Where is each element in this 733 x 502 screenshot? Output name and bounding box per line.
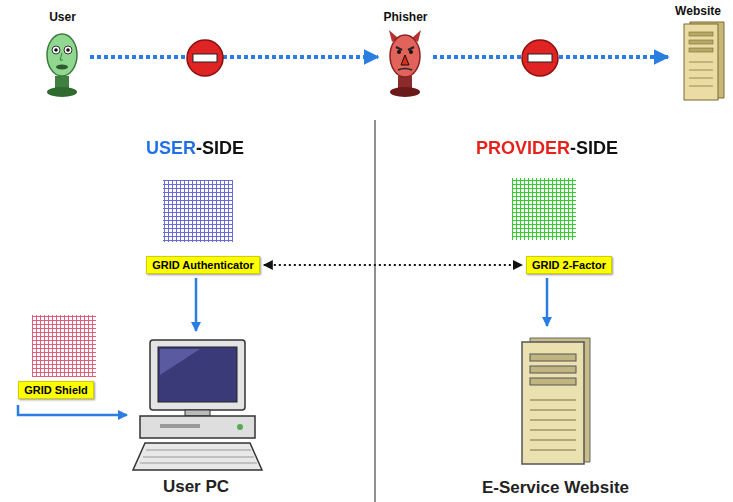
- node-text: Phisher: [383, 10, 427, 24]
- user-icon: [52, 46, 60, 54]
- phisher-icon: [409, 50, 413, 54]
- server-icon: [530, 366, 576, 373]
- server-icon: [530, 400, 576, 450]
- grid-image: [512, 178, 576, 240]
- node-text: GRID Shield: [24, 384, 88, 396]
- user-figure: User: [35, 10, 90, 100]
- website-server-icon: [689, 62, 713, 86]
- website-server-icon: [684, 24, 718, 100]
- phisher-figure: Phisher: [378, 10, 433, 100]
- phisher-icon: [390, 35, 420, 77]
- computer-icon: [160, 349, 200, 375]
- website-server-icon: [684, 22, 724, 100]
- website-server-icon: [689, 48, 713, 52]
- stop-sign: [187, 40, 223, 76]
- node-text: GRID 2-Factor: [532, 259, 606, 271]
- computer-icon: [158, 347, 237, 402]
- user-icon: [47, 34, 77, 76]
- user-icon: [64, 46, 72, 54]
- connector-arrow: [264, 264, 522, 266]
- website-server-icon: [689, 40, 713, 44]
- user-icon: [47, 87, 77, 97]
- computer-icon: [133, 340, 262, 470]
- user-icon: [54, 48, 58, 52]
- server-icon: [530, 378, 576, 385]
- grid-image: [32, 315, 96, 377]
- server-icon: [530, 354, 576, 361]
- computer-icon: [140, 450, 257, 463]
- product-tag: GRID 2-Factor: [526, 256, 612, 274]
- server-icon: [522, 338, 590, 464]
- product-tag: GRID Shield: [18, 381, 94, 399]
- computer-icon: [160, 424, 200, 428]
- user-pc: User PC: [128, 335, 264, 497]
- node-text: User: [49, 10, 76, 24]
- phisher-icon: [398, 69, 412, 71]
- computer-icon: [185, 410, 210, 416]
- user-icon: [60, 53, 63, 60]
- website-server: Website: [668, 4, 728, 102]
- grid-image: [163, 180, 233, 242]
- server-icon: [522, 342, 584, 464]
- stop-sign: [187, 40, 223, 76]
- side-heading: USER-SIDE: [146, 138, 244, 159]
- phisher-icon: [397, 50, 401, 54]
- node-text: Website: [675, 4, 721, 18]
- user-icon: [56, 65, 68, 70]
- node-text: User PC: [163, 477, 229, 497]
- e-service-server: E-Service Website: [478, 330, 634, 498]
- side-heading: PROVIDER-SIDE: [476, 138, 618, 159]
- node-text: E-Service Website: [482, 478, 629, 498]
- stop-sign: [522, 40, 558, 76]
- stop-sign: [528, 54, 552, 62]
- connector-arrow: [18, 405, 127, 415]
- user-icon: [47, 34, 77, 97]
- stop-sign: [193, 54, 217, 62]
- stop-sign: [522, 40, 558, 76]
- connector-arrow: [546, 278, 549, 326]
- user-icon: [66, 48, 70, 52]
- divider-line: [375, 120, 376, 502]
- connector-arrow: [195, 278, 198, 331]
- phisher-icon: [401, 55, 409, 65]
- phisher-icon: [396, 47, 414, 50]
- computer-icon: [133, 443, 262, 470]
- computer-icon: [150, 340, 245, 410]
- node-text: GRID Authenticator: [152, 259, 254, 271]
- computer-icon: [237, 424, 243, 430]
- connector-arrow: [90, 55, 378, 59]
- phisher-icon: [390, 87, 420, 97]
- phisher-icon: [389, 30, 421, 97]
- product-tag: GRID Authenticator: [146, 256, 260, 274]
- computer-icon: [140, 416, 255, 438]
- website-server-icon: [689, 32, 713, 36]
